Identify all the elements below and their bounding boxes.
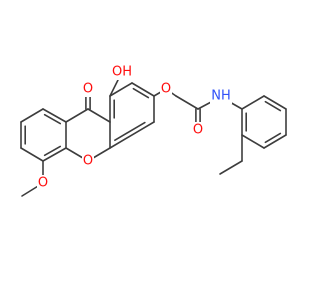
carbonyl-oxygen-label-mask [82, 81, 94, 97]
ring-a-double-bond [42, 147, 67, 162]
ch2-carbonyl-bond [175, 95, 199, 110]
carbonyl-oxygen-label: O [83, 82, 93, 97]
methoxy-oxygen-label-mask [37, 175, 49, 191]
ring-c-double-bond [109, 121, 155, 149]
ring-c-double-bond-inner [132, 87, 150, 99]
phenyl-bond [241, 95, 265, 110]
amide-oxygen-label-mask [192, 122, 204, 138]
central-ring-bond [65, 108, 89, 123]
central-ring-bond [87, 108, 111, 123]
phenyl-double-bond [263, 95, 287, 110]
amide-nh-label-mask [210, 88, 232, 104]
atom-labels: O OH O O O O NH [37, 64, 232, 191]
amide-nh-label: NH [211, 89, 231, 104]
structure-canvas: O OH O O O O NH [20, 64, 287, 197]
ether-oxygen-label-mask [160, 81, 172, 97]
phenyl-double-bond [263, 134, 287, 149]
hydroxyl-bond [109, 79, 119, 97]
ring-c-double-bond-inner [114, 121, 146, 142]
molecule-structure: O OH O O O O NH [20, 64, 287, 197]
ring-c-double-bond [131, 82, 155, 97]
ring-a-double-bond-inner [43, 145, 62, 157]
bonds [20, 79, 287, 197]
ring-oxygen-label: O [83, 154, 93, 169]
ring-a-double-bond-inner [43, 113, 62, 125]
ring-a-bond [20, 108, 44, 123]
amide-oxygen-label: O [193, 123, 203, 138]
methoxy-oxygen-label: O [38, 176, 48, 191]
ring-oxygen-label-mask [82, 153, 94, 169]
ring-a-bond [20, 147, 44, 162]
ring-a-double-bond [42, 108, 67, 123]
phenyl-double-bond-inner [264, 132, 282, 144]
ring-c-bond [109, 82, 133, 97]
hydroxyl-label: OH [112, 65, 132, 80]
phenyl-double-bond-inner [264, 100, 282, 112]
hydroxyl-label-mask [111, 64, 133, 80]
ether-oxygen-label: O [161, 82, 171, 97]
ethyl-ch3-bond [219, 160, 243, 175]
phenyl-bond [241, 134, 265, 149]
